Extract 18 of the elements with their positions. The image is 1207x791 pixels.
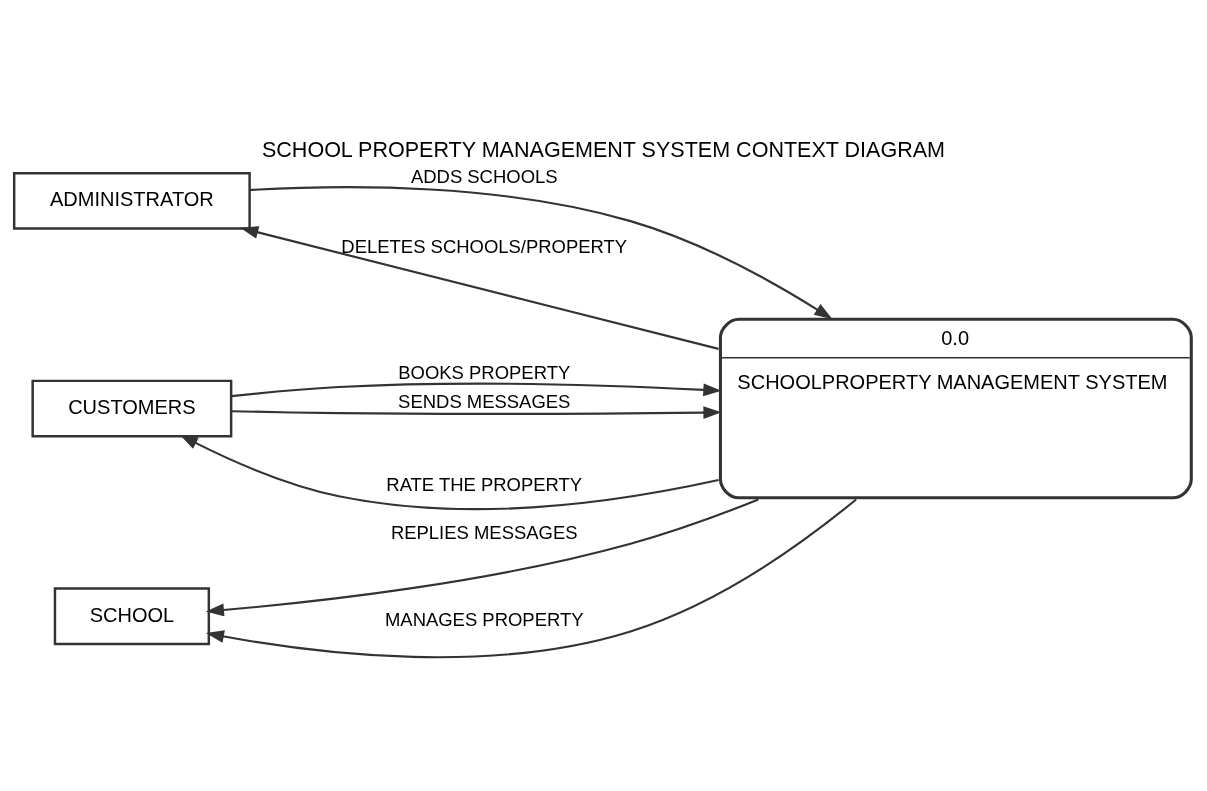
arrow [231, 382, 722, 398]
edge-label: DELETES SCHOOLS/PROPERTY [341, 235, 628, 257]
diagram-title: SCHOOL PROPERTY MANAGEMENT SYSTEM CONTEXT DIAGRAM [261, 137, 946, 162]
edge-label: MANAGES PROPERTY [384, 609, 584, 631]
edge-label: BOOKS PROPERTY [398, 361, 571, 383]
edge-label: SENDS MESSAGES [398, 390, 571, 412]
node-box: SCHOOL [53, 587, 211, 646]
arrow [231, 406, 722, 419]
edge-label: ADDS SCHOOLS [410, 166, 558, 188]
edge-label: REPLIES MESSAGES [390, 521, 578, 543]
node-box: CUSTOMERS [31, 379, 233, 438]
edge-label: RATE THE PROPERTY [386, 474, 583, 496]
arrow [205, 498, 857, 659]
arrow [249, 186, 833, 320]
arrow [179, 434, 719, 511]
node-box: ADMINISTRATOR [12, 171, 251, 230]
arrow [205, 498, 759, 617]
arrow [240, 226, 719, 350]
